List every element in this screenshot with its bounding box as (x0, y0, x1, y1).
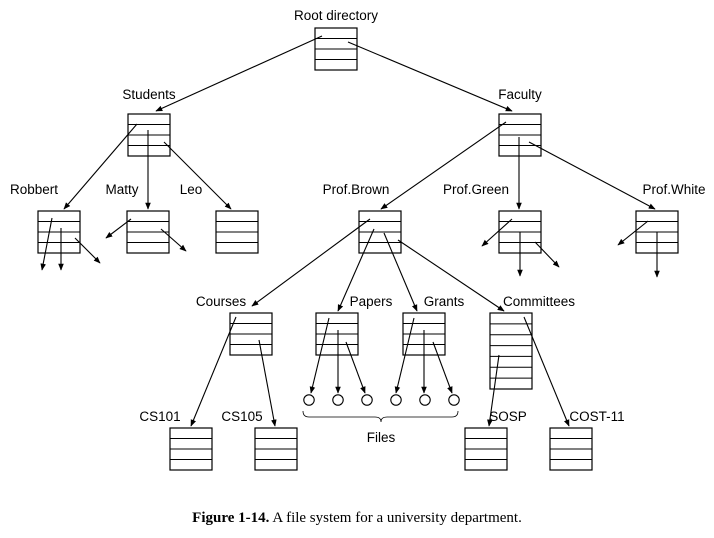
edge-faculty-prof-brown (380, 121, 507, 210)
edge-brown-courses (251, 218, 371, 307)
file-circle (332, 394, 344, 406)
label-courses: Courses (196, 294, 247, 309)
label-committees: Committees (503, 294, 575, 309)
file-system-tree-diagram: Root directory Students Faculty Robbert … (10, 8, 706, 471)
tree-edges (40, 35, 660, 427)
dir-prof-brown (358, 210, 402, 254)
label-papers: Papers (350, 294, 393, 309)
label-cost-11: COST-11 (569, 409, 624, 424)
edge-green-out-1 (481, 218, 513, 247)
file-circle (419, 394, 431, 406)
dir-cs105 (254, 427, 298, 471)
file-circle (390, 394, 402, 406)
edge-committees-sosp (487, 354, 500, 427)
edge-brown-papers (337, 228, 375, 312)
dir-cost-11 (549, 427, 593, 471)
edge-grants-file-1 (394, 317, 415, 394)
file-circles (303, 394, 460, 406)
label-matty: Matty (105, 182, 138, 197)
figure-caption: Figure 1-14. A file system for a univers… (0, 510, 714, 527)
edge-robbert-out-1 (40, 217, 53, 271)
file-circle (448, 394, 460, 406)
dir-courses (229, 312, 273, 356)
label-prof-green: Prof.Green (443, 182, 509, 197)
dir-papers (315, 312, 359, 356)
edge-grants-file-3 (432, 341, 453, 394)
dir-cs101 (169, 427, 213, 471)
label-sosp: SOSP (489, 409, 527, 424)
edge-committees-cost-11 (523, 316, 570, 427)
label-prof-white: Prof.White (642, 182, 705, 197)
edge-students-robbert (63, 123, 138, 210)
label-students: Students (122, 87, 176, 102)
label-cs105: CS105 (221, 409, 262, 424)
edge-papers-file-1 (309, 317, 330, 394)
label-cs101: CS101 (139, 409, 180, 424)
edge-brown-committees (397, 239, 505, 312)
label-root-directory: Root directory (294, 8, 378, 23)
dir-committees (489, 312, 533, 390)
dir-sosp (464, 427, 508, 471)
label-grants: Grants (424, 294, 465, 309)
edge-white-out-1 (617, 220, 649, 246)
edge-brown-grants (383, 232, 418, 312)
dir-faculty (498, 113, 542, 157)
dir-leo (215, 210, 259, 254)
edge-courses-cs101 (190, 316, 237, 427)
label-prof-brown: Prof.Brown (323, 182, 390, 197)
file-circle (361, 394, 373, 406)
caption-text: A file system for a university departmen… (272, 510, 522, 526)
label-robbert: Robbert (10, 182, 58, 197)
dir-robbert (37, 210, 81, 254)
figure-number: Figure 1-14. (192, 510, 270, 526)
files-brace (302, 410, 459, 423)
dir-root (314, 27, 358, 71)
edge-root-students (155, 35, 323, 112)
edge-matty-out-2 (160, 228, 187, 252)
edge-courses-cs105 (258, 339, 277, 427)
label-files: Files (367, 430, 396, 445)
edge-papers-file-3 (345, 341, 366, 394)
dir-students (127, 113, 171, 157)
edge-green-out-3 (534, 241, 560, 268)
edge-root-faculty (347, 41, 513, 112)
edge-students-leo (163, 141, 232, 210)
edge-robbert-out-3 (74, 237, 101, 264)
dir-matty (126, 210, 170, 254)
edge-matty-out-1 (105, 218, 132, 239)
file-circle (303, 394, 315, 406)
label-faculty: Faculty (498, 87, 542, 102)
label-leo: Leo (180, 182, 203, 197)
edge-faculty-prof-white (528, 141, 656, 210)
